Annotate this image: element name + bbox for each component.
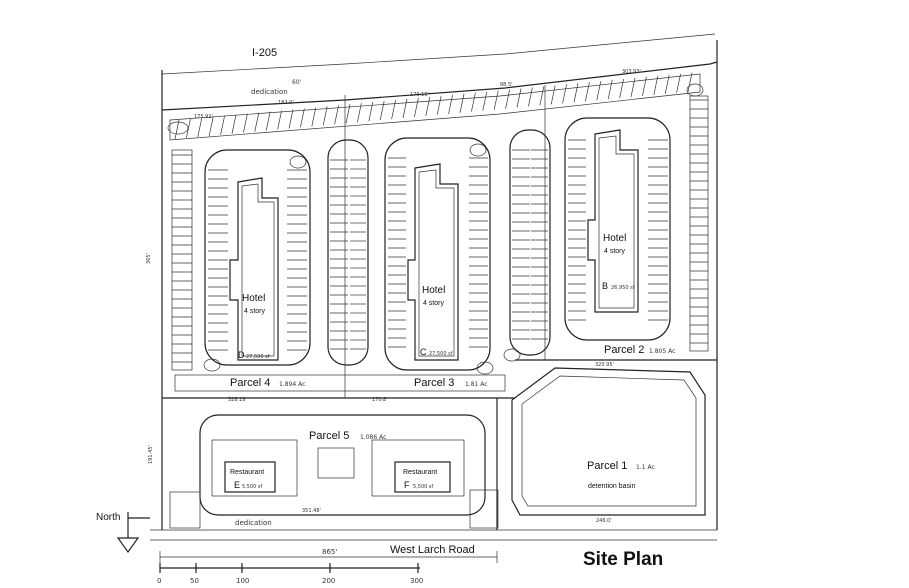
scale-bar [159, 563, 420, 573]
hotel-b-story: 4 story [604, 248, 626, 255]
hotel-b-size: 26,950 sf [611, 285, 635, 291]
scale-label-300: 300 [410, 577, 423, 585]
walkway-band [169, 374, 506, 529]
detention-basin [511, 367, 706, 516]
dedication-bottom-label: dedication [235, 519, 272, 527]
hotel-c-label: Hotel [422, 285, 445, 296]
hotel-c-footprint [407, 163, 459, 361]
restaurant-f-footprint [394, 461, 451, 493]
hotel-b-footprint [587, 129, 639, 313]
landscape-islands [167, 83, 704, 375]
dim-351: 351.48' [302, 508, 321, 514]
dim-179: 179.16' [410, 92, 429, 98]
road-dimension-line [159, 551, 498, 563]
north-arrow-icon [116, 512, 150, 554]
hotel-d-size: 27,500 sf [246, 354, 270, 360]
restaurant-e-footprint [224, 461, 276, 493]
restaurant-f-label: Restaurant [403, 469, 437, 476]
hotel-c-story: 4 story [423, 300, 445, 307]
scale-label-0: 0 [157, 577, 161, 585]
dim-88: 88.5' [500, 82, 513, 88]
dim-365: 365' [146, 253, 152, 264]
dedication-top-label: dedication [251, 88, 288, 96]
hotel-d-id: D [238, 350, 245, 360]
parking-rows [171, 95, 709, 371]
road-label: West Larch Road [390, 544, 475, 556]
restaurant-e-id: E [234, 480, 240, 490]
scale-label-50: 50 [190, 577, 199, 585]
dim-170: 170.8' [372, 397, 388, 403]
scale-labels: 0 50 100 200 300 [157, 577, 423, 585]
dim-175: 175.91' [194, 114, 213, 120]
parcel-4-area: 1.894 Ac [279, 381, 305, 388]
hotel-c-size: 27,500 sf [429, 351, 453, 357]
hotel-b-label: Hotel [603, 233, 626, 244]
restaurant-f-size: 5,500 sf [413, 484, 434, 490]
dim-320: 320.95' [595, 362, 614, 368]
hotel-d-story: 4 story [244, 308, 266, 315]
parcel-3-area: 1.81 Ac [465, 381, 488, 388]
parcel-4-label: Parcel 4 [230, 377, 270, 389]
parcel-1-label: Parcel 1 [587, 460, 627, 472]
parcel-5-site [199, 414, 486, 516]
scale-label-200: 200 [322, 577, 335, 585]
highway-label: I-205 [252, 47, 277, 59]
parcel-3-label: Parcel 3 [414, 377, 454, 389]
dim-60: 60' [292, 79, 302, 86]
dim-328: 328.18' [228, 397, 247, 403]
hotel-d-footprint [229, 177, 279, 361]
frontage-parking-strip [169, 72, 701, 141]
restaurant-e-size: 5,500 sf [242, 484, 263, 490]
parcel-2-area: 1.805 Ac [649, 348, 675, 355]
hotel-d-label: Hotel [242, 293, 265, 304]
dim-191: 191.45' [148, 445, 154, 464]
restaurant-e-label: Restaurant [230, 469, 264, 476]
parcel-1-area: 1.1 Ac [636, 464, 655, 471]
dim-246: 246.0' [596, 518, 612, 524]
detention-basin-label: detention basin [588, 483, 636, 490]
property-boundary [150, 33, 718, 541]
north-label: North [96, 512, 120, 523]
dim-303: 303.93' [622, 69, 641, 75]
dim-865: 865' [322, 548, 337, 556]
restaurant-f-id: F [404, 480, 410, 490]
parcel-2-label: Parcel 2 [604, 344, 644, 356]
dim-182: 182.0' [278, 100, 294, 106]
scale-label-100: 100 [236, 577, 249, 585]
hotel-b-id: B [602, 281, 608, 291]
parcel-5-area: 1.086 Ac [360, 434, 386, 441]
parcel-5-label: Parcel 5 [309, 430, 349, 442]
hotel-c-id: C [420, 347, 427, 357]
site-plan-title: Site Plan [583, 549, 663, 570]
